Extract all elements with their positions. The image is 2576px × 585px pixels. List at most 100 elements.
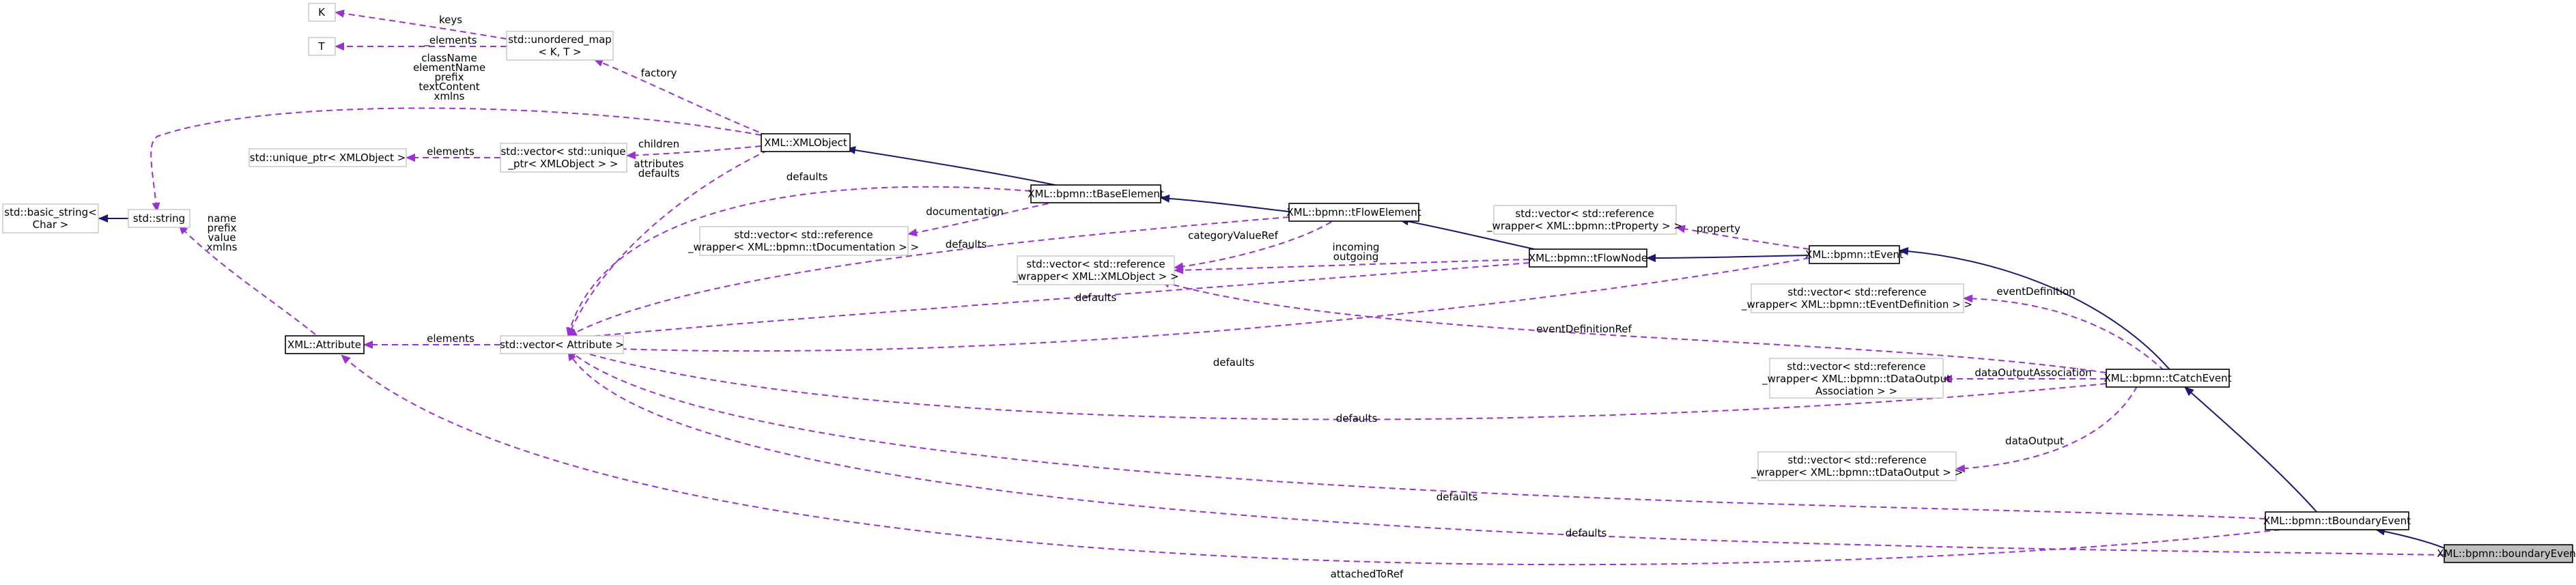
node-vector-documentation-line-1: std::vector< std::reference — [734, 229, 873, 241]
node-vector-data-output-association[interactable]: std::vector< std::reference_wrapper< XML… — [1761, 358, 1951, 399]
label-attr-member-3: value — [208, 231, 236, 244]
label-defaults-boundary: defaults — [1566, 527, 1607, 539]
label-elements-t: _elements — [423, 34, 477, 47]
label-xmlobj-member-4: textContent — [419, 81, 479, 93]
node-string-line-1: std::string — [133, 212, 185, 225]
edge-attributes-defaults — [567, 149, 769, 337]
node-boundary-event[interactable]: XML::bpmn::boundaryEvent — [2437, 544, 2576, 563]
node-vector-doa-line-2: _wrapper< XML::bpmn::tDataOutput — [1761, 373, 1951, 386]
edge-children — [626, 145, 762, 160]
edge-defaults-tboundary — [567, 349, 2266, 519]
node-k-line-1: K — [318, 6, 326, 18]
label-attr-member-1: name — [208, 212, 237, 225]
node-vector-property-line-2: _wrapper< XML::bpmn::tProperty > > — [1486, 220, 1682, 233]
label-outgoing: outgoing — [1333, 251, 1378, 263]
node-vector-property[interactable]: std::vector< std::reference_wrapper< XML… — [1486, 205, 1682, 235]
node-vector-attribute-line-1: std::vector< Attribute > — [500, 339, 624, 351]
node-vector-xmlobject-ref-line-1: std::vector< std::reference — [1026, 258, 1165, 270]
label-xmlobj-member-1: className — [421, 52, 477, 64]
edge-eventdefref — [1160, 279, 2107, 373]
label-xmlobj-member-3: prefix — [435, 71, 464, 83]
edge-defaults-base — [566, 186, 1032, 337]
node-basic-string-line-1: std::basic_string< — [4, 206, 96, 219]
label-defaults-flowelem: defaults — [946, 238, 987, 251]
label-elements-attr: elements — [427, 332, 475, 345]
edge-keys — [335, 9, 507, 40]
node-t[interactable]: T — [308, 37, 336, 56]
label-attributes: attributes — [634, 158, 683, 170]
node-tflow-element-line-1: XML::bpmn::tFlowElement — [1286, 206, 1421, 218]
label-xmlobj-member-2: elementName — [413, 61, 485, 74]
node-tcatch-event[interactable]: XML::bpmn::tCatchEvent — [2104, 369, 2232, 388]
node-vector-documentation[interactable]: std::vector< std::reference_wrapper< XML… — [688, 226, 919, 256]
edge-dataoutput — [1955, 386, 2138, 473]
node-basic-string[interactable]: std::basic_string<Char > — [2, 203, 99, 233]
edge-defaults-catch — [567, 346, 2107, 420]
node-k[interactable]: K — [308, 3, 336, 22]
label-defaults-event: defaults — [1213, 356, 1255, 369]
edge-factory — [593, 59, 769, 137]
edge-defaults-event — [567, 257, 1810, 352]
edge-boundary-to-tboundary — [2375, 527, 2445, 549]
node-unique-ptr-line-1: std::unique_ptr< XMLObject > — [250, 152, 406, 165]
node-tboundary-event[interactable]: XML::bpmn::tBoundaryEvent — [2263, 511, 2411, 530]
node-vector-xmlobject-ref-line-2: _wrapper< XML::XMLObject > > — [1012, 270, 1178, 283]
node-vector-event-definition-line-2: _wrapper< XML::bpmn::tEventDefinition > … — [1741, 298, 1972, 311]
node-tflow-element[interactable]: XML::bpmn::tFlowElement — [1286, 203, 1421, 222]
label-keys: keys — [439, 14, 462, 26]
label-attributes-defaults: defaults — [638, 167, 680, 180]
node-vector-doa-line-1: std::vector< std::reference — [1787, 360, 1925, 373]
edge-property — [1675, 225, 1810, 250]
label-property: property — [1697, 223, 1740, 235]
node-tflow-node[interactable]: XML::bpmn::tFlowNode — [1529, 248, 1647, 268]
node-vector-unique[interactable]: std::vector< std::unique_ptr< XMLObject … — [500, 143, 627, 173]
edge-defaults-flowelem — [567, 216, 1290, 337]
node-unordered-map[interactable]: std::unordered_map< K, T > — [506, 31, 614, 61]
node-vector-unique-line-1: std::vector< std::unique — [500, 145, 625, 158]
edge-attachedtoref — [341, 354, 2281, 566]
node-string[interactable]: std::string — [128, 209, 190, 228]
node-vector-unique-line-2: _ptr< XMLObject > > — [508, 158, 619, 171]
label-data-output-association: dataOutputAssociation — [1975, 367, 2091, 379]
node-unique-ptr[interactable]: std::unique_ptr< XMLObject > — [249, 148, 407, 167]
edge-eventdef — [1963, 294, 2165, 371]
label-defaults-catch: defaults — [1336, 412, 1378, 425]
node-vector-data-output-line-1: std::vector< std::reference — [1787, 454, 1926, 466]
node-tboundary-event-line-1: XML::bpmn::tBoundaryEvent — [2263, 515, 2411, 527]
label-event-definition-ref: eventDefinitionRef — [1536, 323, 1632, 335]
node-tflow-node-line-1: XML::bpmn::tFlowNode — [1529, 252, 1647, 264]
edge-documentation — [907, 201, 1059, 237]
label-factory: factory — [641, 67, 677, 79]
label-category: categoryValueRef — [1188, 229, 1278, 242]
label-attr-member-2: prefix — [208, 222, 237, 234]
node-tevent[interactable]: XML::bpmn::tEvent — [1805, 245, 1903, 264]
edge-tflowelem-to-tbase — [1160, 194, 1290, 212]
edge-category — [1174, 221, 1332, 271]
edge-incoming — [1174, 259, 1530, 274]
node-attribute[interactable]: XML::Attribute — [285, 335, 365, 354]
node-vector-attribute[interactable]: std::vector< Attribute > — [500, 335, 624, 354]
node-vector-data-output[interactable]: std::vector< std::reference_wrapper< XML… — [1751, 451, 1963, 481]
node-vector-data-output-line-2: _wrapper< XML::bpmn::tDataOutput > > — [1751, 466, 1963, 479]
node-basic-string-line-2: Char > — [33, 218, 69, 231]
label-documentation: documentation — [926, 205, 1004, 218]
node-vector-property-line-1: std::vector< std::reference — [1515, 208, 1654, 220]
node-unordered-map-line-2: < K, T > — [538, 46, 581, 58]
edge-attr-members — [178, 225, 316, 335]
node-unordered-map-line-1: std::unordered_map — [508, 33, 612, 46]
node-xmlobject[interactable]: XML::XMLObject — [761, 133, 851, 152]
node-t-line-1: T — [317, 40, 325, 53]
edge-defaults-boundary — [567, 351, 2445, 556]
node-vector-event-definition[interactable]: std::vector< std::reference_wrapper< XML… — [1741, 283, 1972, 313]
edge-defaults-flownode — [567, 262, 1530, 342]
node-boundary-event-line-1: XML::bpmn::boundaryEvent — [2437, 547, 2576, 560]
node-vector-xmlobject-ref[interactable]: std::vector< std::reference_wrapper< XML… — [1012, 255, 1179, 285]
node-tbase-element[interactable]: XML::bpmn::tBaseElement — [1028, 184, 1164, 203]
node-tcatch-event-line-1: XML::bpmn::tCatchEvent — [2104, 372, 2231, 384]
node-vector-doa-line-3: Association > > — [1815, 385, 1897, 397]
edge-xmlobj-members — [150, 107, 762, 212]
node-xmlobject-line-1: XML::XMLObject — [764, 137, 847, 149]
edge-tcatch-to-tevent — [1899, 247, 2172, 372]
label-defaults-tboundary: defaults — [1436, 491, 1478, 503]
node-vector-event-definition-line-1: std::vector< std::reference — [1787, 286, 1926, 298]
